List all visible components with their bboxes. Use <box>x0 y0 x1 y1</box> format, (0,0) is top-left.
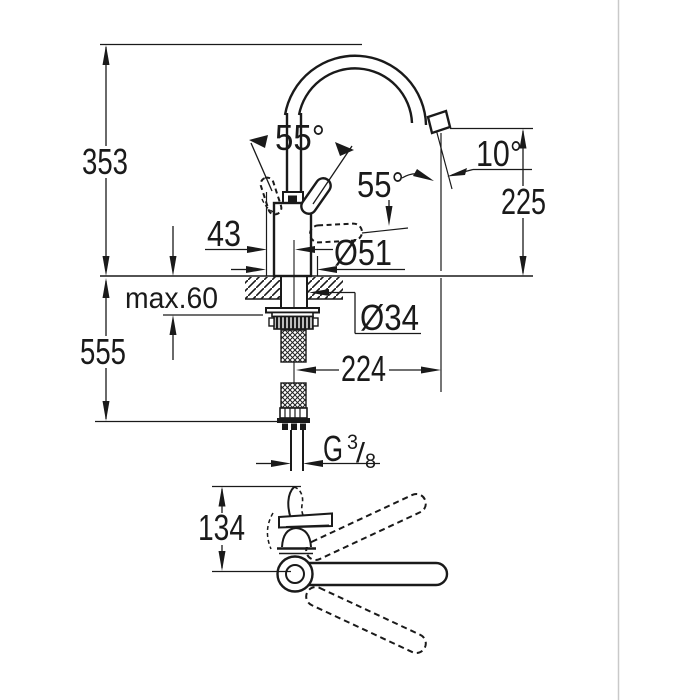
dim-51-arrow-right <box>246 266 266 273</box>
label-thread-slash: / <box>356 437 365 468</box>
dim-555-arrow-down <box>102 401 110 421</box>
lever-blade-plan <box>278 512 333 529</box>
dim-555-label-bg <box>80 336 126 367</box>
label-d51: Ø51 <box>334 232 392 273</box>
lever-neck-dashed-edge <box>293 486 305 519</box>
dim-34-arrow-left <box>309 289 329 296</box>
angle-10-arrow <box>447 168 467 177</box>
lever-horizontal-leader <box>361 227 409 234</box>
faucet-side-view <box>100 54 533 471</box>
dimension-labels: 353 55° 55° 10° 225 43 Ø51 max.60 Ø34 55… <box>80 117 546 473</box>
dim-max60-arrow-up <box>169 315 177 335</box>
dim-g38-arrow-right <box>271 460 291 467</box>
dim-134-label-bg <box>196 514 248 542</box>
dim-center-arrow-left <box>295 246 315 253</box>
dim-g38-arrow-left <box>303 460 323 467</box>
label-thread-numerator: 3 <box>347 431 358 454</box>
ferrule-block-1 <box>282 423 288 430</box>
dim-134-arrow-up <box>218 486 226 507</box>
label-thread-denominator: 8 <box>365 450 376 473</box>
dim-353-label-bg <box>84 146 128 178</box>
stream-angled-line <box>435 130 453 190</box>
nut-tab-left <box>268 317 275 327</box>
dim-225-arrow-up <box>519 128 527 149</box>
label-43: 43 <box>207 213 241 254</box>
angle-55L-arrow-left <box>249 135 268 148</box>
lever-solid <box>300 177 332 215</box>
deck-hatch-right <box>307 277 343 299</box>
ferrule-block-3 <box>300 423 306 430</box>
angle-55R-arrow-right <box>413 169 434 181</box>
label-555: 555 <box>80 331 126 372</box>
label-353: 353 <box>82 141 128 182</box>
spout-nozzle <box>426 109 452 135</box>
hose-braid-lower <box>280 382 307 409</box>
faucet-top-view <box>196 485 449 654</box>
dimension-annotations <box>80 43 549 467</box>
lever-blade-detail <box>285 524 330 528</box>
swivel-range-upper-dashed <box>305 493 427 561</box>
angle-55L-leg-right <box>312 145 353 205</box>
lever-dashed-horizontal <box>309 222 363 244</box>
dim-225-label-bg <box>499 188 549 217</box>
mounting-nut <box>273 315 314 330</box>
lever-dome <box>281 526 312 548</box>
nut-tab-right <box>312 317 319 327</box>
dim-max60-arrow-down <box>169 256 177 276</box>
label-225: 225 <box>501 181 546 222</box>
ferrule-band <box>277 418 310 423</box>
label-d34: Ø34 <box>360 297 419 338</box>
dim-353-arrow-down <box>102 256 110 276</box>
label-55-left: 55° <box>275 117 325 158</box>
lever-alt-position-dashed <box>266 512 274 550</box>
dim-555-arrow-up <box>102 278 110 298</box>
dim-224-label-bg <box>339 356 389 384</box>
label-55-right: 55° <box>357 164 404 205</box>
label-224: 224 <box>341 348 386 389</box>
dim-224-arrow-left <box>296 366 316 374</box>
label-10: 10° <box>476 133 522 174</box>
dim-43-arrow-right <box>247 246 267 253</box>
spout-outer-arc <box>283 54 428 126</box>
label-max60: max.60 <box>125 282 218 315</box>
lever-dashed-left <box>259 176 283 216</box>
label-thread-g: G <box>323 428 343 469</box>
dim-353-arrow-up <box>102 45 110 65</box>
collar-detail <box>288 195 297 203</box>
angle-55L-leg-left <box>250 142 273 192</box>
dim-51-arrow-left <box>317 266 337 273</box>
hose-braid-upper <box>280 329 307 363</box>
angle-55R-arrow-down <box>385 206 393 226</box>
dim-224-arrow-right <box>421 366 441 374</box>
spout-inner-arc <box>297 67 414 124</box>
swivel-range-lower-dashed <box>305 586 427 654</box>
ferrule-block-2 <box>291 423 297 430</box>
dim-134-arrow-down <box>218 551 226 571</box>
label-134: 134 <box>198 507 245 548</box>
dim-225-arrow-down <box>519 256 527 276</box>
lever-neck-solid-edge <box>287 486 295 520</box>
lever-swing-arc-dashed <box>261 198 278 214</box>
base-circle-inner <box>285 564 305 584</box>
hose-ferrule <box>279 407 308 419</box>
angle-55L-arrow-right <box>335 142 354 156</box>
deck-hatch-left <box>245 277 281 299</box>
spout-plan <box>308 561 449 587</box>
